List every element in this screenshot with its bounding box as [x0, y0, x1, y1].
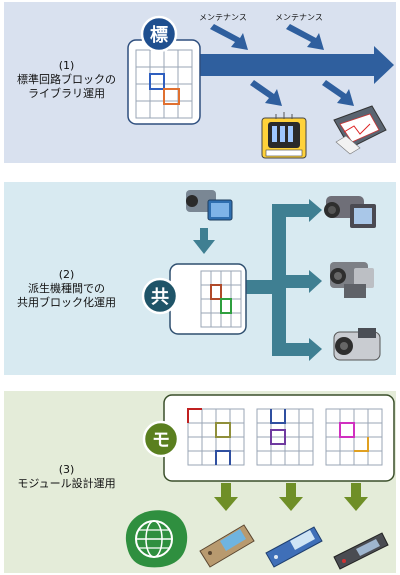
badge-circle — [140, 15, 178, 53]
module-block — [270, 409, 286, 424]
block-grid — [135, 49, 193, 119]
library-diagram: 標 — [127, 15, 394, 159]
module-block — [215, 450, 231, 465]
section-number: (1) — [58, 59, 75, 72]
shared-block-panel: (2) 派生機種間での 共用ブロック化運用 共 — [4, 182, 396, 375]
module-frame — [163, 394, 395, 482]
shared-block — [210, 284, 222, 300]
camcorder-icon — [333, 328, 381, 361]
section-number: (3) — [58, 463, 75, 476]
badge-circle — [141, 277, 179, 315]
machine-icon — [261, 112, 307, 159]
standard-block — [149, 73, 165, 90]
shared-block — [220, 298, 232, 314]
module-diagram: モ — [125, 394, 395, 570]
badge-text: モ — [152, 430, 170, 451]
module-block — [187, 408, 202, 423]
module-arrows — [214, 483, 368, 511]
camcorder-icon — [324, 196, 376, 228]
shared-caption: (2) 派生機種間での 共用ブロック化運用 — [4, 268, 129, 310]
module-block — [270, 429, 286, 445]
maintenance-arrow — [286, 24, 324, 50]
source-arrow — [200, 228, 208, 242]
mobile-phone-icon — [265, 526, 323, 568]
shared-diagram: 共 — [141, 190, 381, 361]
module-block — [215, 422, 231, 438]
mobile-phone-icon — [199, 524, 255, 568]
badge-text: 共 — [151, 287, 169, 308]
caption-line: 派生機種間での — [28, 282, 105, 295]
maintenance-arrow — [210, 24, 248, 50]
camcorder-icon — [186, 190, 233, 221]
printer-icon — [333, 105, 387, 155]
module-caption: (3) モジュール設計運用 — [4, 463, 129, 491]
library-caption: (1) 標準回路ブロックの ライブラリ運用 — [4, 59, 129, 101]
standard-block — [163, 88, 180, 105]
module-block — [339, 422, 355, 438]
camcorder-icon — [330, 262, 374, 298]
distribution-branches — [244, 199, 322, 361]
badge-text: 標 — [150, 24, 168, 46]
module-block — [354, 437, 369, 452]
maintenance-label: メンテナンス — [275, 13, 323, 22]
caption-line: 標準回路ブロックの — [17, 73, 116, 86]
caption-line: 共用ブロック化運用 — [17, 296, 116, 309]
globe-icon — [125, 510, 188, 568]
badge-circle — [142, 420, 180, 458]
output-arrow — [322, 80, 354, 106]
maintenance-label: メンテナンス — [199, 13, 247, 22]
mobile-phone-icon — [333, 532, 389, 570]
library-panel: (1) 標準回路ブロックの ライブラリ運用 メンテナンス メンテナンス 標 — [4, 2, 396, 163]
output-arrow — [250, 80, 282, 106]
main-flow-arrow — [189, 46, 394, 84]
caption-line: モジュール設計運用 — [17, 477, 116, 490]
caption-line: ライブラリ運用 — [28, 87, 105, 100]
module-panel: (3) モジュール設計運用 モ — [4, 391, 396, 573]
section-number: (2) — [58, 268, 75, 281]
